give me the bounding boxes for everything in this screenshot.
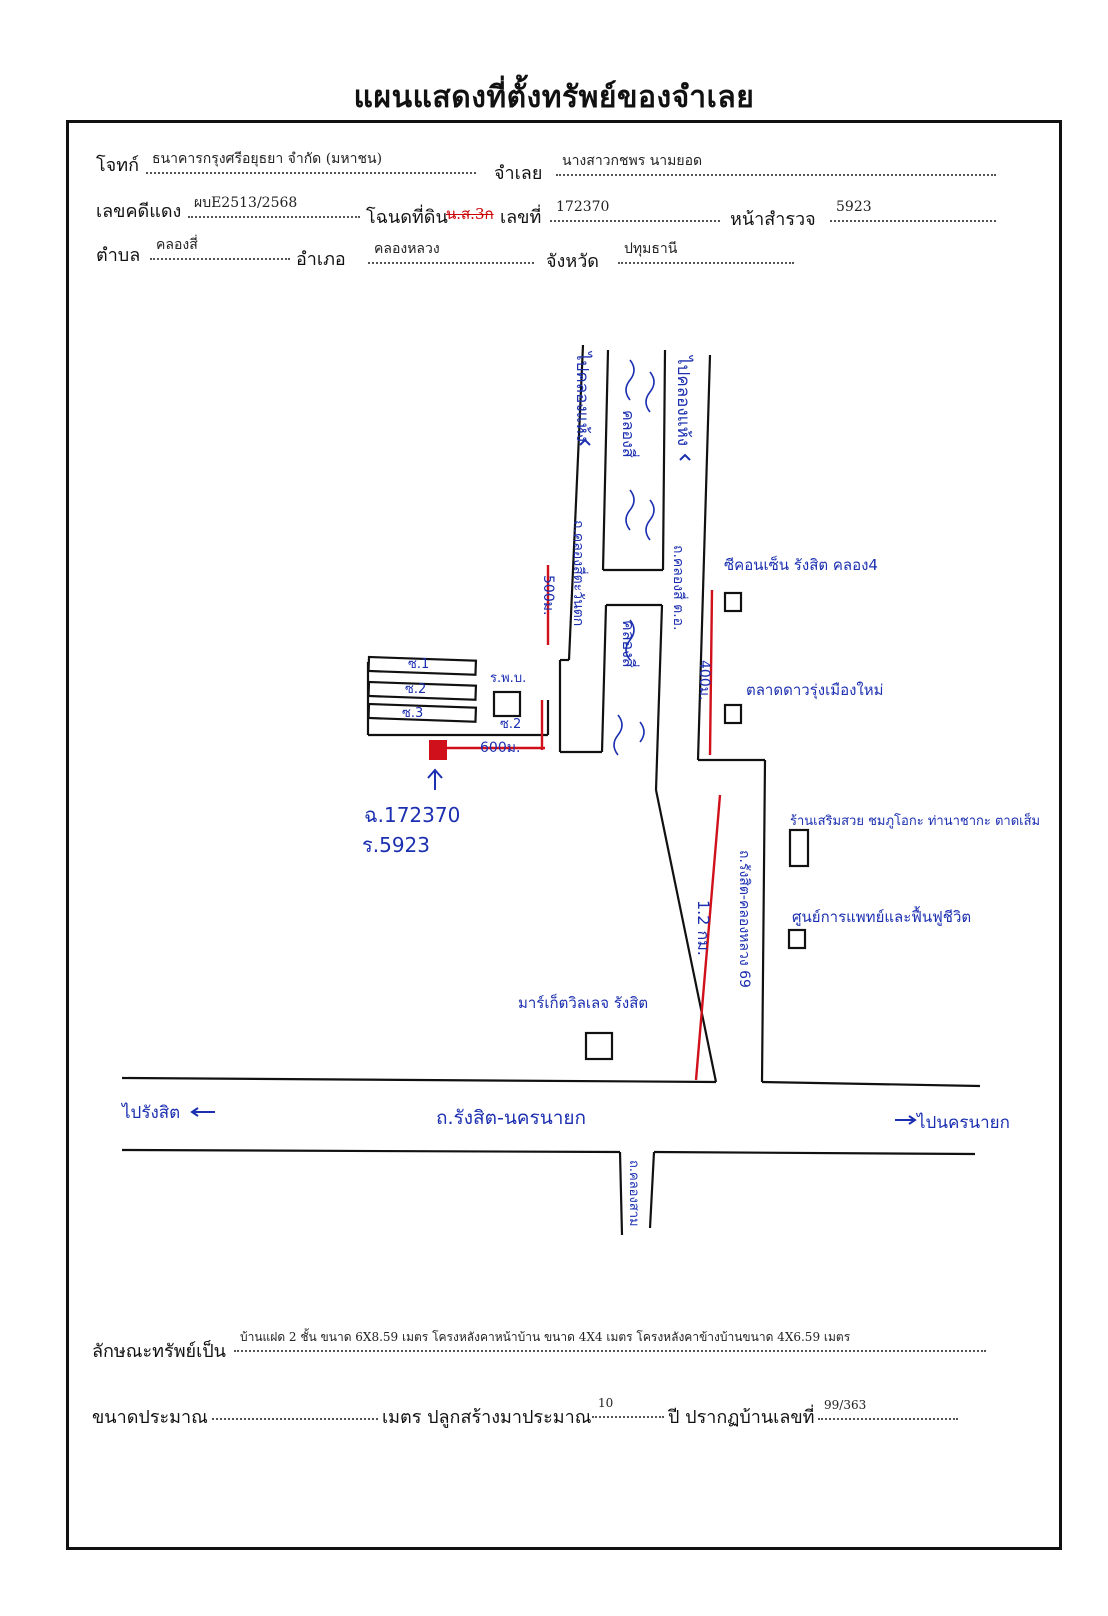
label-to-klong-haeng-west: ไปคลองแห้ง — [572, 350, 593, 442]
label-soi-2: ซ.2 — [405, 682, 426, 697]
label-road-klong4-east: ถ.คลองสี่ ต.อ. — [670, 545, 688, 631]
label-dist-1-2km: 1.2 กม. — [694, 900, 713, 956]
number-label: เลขที่ — [500, 207, 542, 228]
case-label: เลขคดีแดง — [96, 201, 182, 222]
document-frame — [66, 120, 1062, 1550]
label-to-klong-haeng-east: ไปคลองแห้ง — [673, 354, 694, 446]
label-village: ร.พ.บ. — [490, 671, 526, 686]
label-soi-3: ซ.3 — [402, 706, 423, 721]
survey-value: 5923 — [830, 198, 996, 222]
size-label: ขนาดประมาณ — [92, 1407, 208, 1428]
province-value: ปทุมธานี — [618, 240, 794, 264]
page-title: แผนแสดงที่ตั้งทรัพย์ของจำเลย — [353, 80, 755, 115]
label-road-side: ถ.รังสิต-คลองหลวง 69 — [736, 850, 752, 988]
subdistrict-label: ตำบล — [96, 245, 141, 266]
years-value: 10 — [592, 1394, 664, 1418]
plaintiff-label: โจทก์ — [96, 155, 139, 176]
subdistrict-value: คลองสี่ — [150, 236, 290, 260]
label-dist-400: 400ม. — [696, 660, 712, 700]
label-soi-1: ซ.1 — [408, 657, 429, 672]
label-deed-note-1: ฉ.172370 — [364, 803, 460, 827]
defendant-value: นางสาวกชพร นามยอด — [556, 152, 996, 176]
label-road-south: ถ.คลองสาม — [626, 1160, 641, 1227]
label-sub-soi: ซ.2 — [500, 717, 521, 732]
deed-number-value: 172370 — [550, 198, 720, 222]
label-dist-500: 500ม. — [540, 575, 556, 615]
label-landmark-salon: ร้านเสริมสวย ชมภูโอกะ ท่านาชากะ ตาดเส็ม — [790, 811, 1040, 829]
property-label: ลักษณะทรัพย์เป็น — [92, 1341, 226, 1362]
district-label: อำเภอ — [296, 249, 346, 270]
label-deed-note-2: ร.5923 — [362, 833, 430, 857]
label-klong4-north: คลองสี่ — [619, 410, 640, 458]
label-klong4-south: คลองสี่ — [619, 620, 640, 668]
deed-struck: น.ส.3ก — [446, 205, 494, 223]
label-landmark-medical: ศูนย์การแพทย์และฟื้นฟูชีวิต — [792, 906, 971, 926]
district-value: คลองหลวง — [368, 240, 534, 264]
defendant-label: จำเลย — [494, 163, 543, 184]
size-value — [212, 1396, 378, 1420]
size-unit-label: เมตร ปลูกสร้างมาประมาณ — [382, 1407, 592, 1428]
label-dist-600: 600ม. — [480, 740, 520, 756]
property-marker — [429, 740, 447, 760]
label-to-rangsit: ไปรังสิต — [120, 1102, 180, 1123]
label-main-road: ถ.รังสิต-นครนายก — [436, 1107, 586, 1129]
house-number-value: 99/363 — [818, 1396, 958, 1420]
year-unit-label: ปี ปรากฏบ้านเลขที่ — [668, 1407, 815, 1428]
label-to-nakhon-nayok: ไปนครนายก — [915, 1112, 1010, 1133]
label-landmark-market-village: มาร์เก็ตวิลเลจ รังสิต — [518, 993, 648, 1012]
label-landmark-seacon: ซีคอนเซ็น รังสิต คลอง4 — [724, 555, 878, 574]
property-value: บ้านแฝด 2 ชั้น ขนาด 6X8.59 เมตร โครงหลัง… — [234, 1328, 986, 1352]
label-road-klong4-west: ถ.คลองสี่ตะวันตก — [570, 520, 588, 626]
survey-label: หน้าสำรวจ — [730, 209, 816, 230]
plaintiff-value: ธนาคารกรุงศรีอยุธยา จำกัด (มหาชน) — [146, 150, 476, 174]
deed-label: โฉนดที่ดิน — [366, 207, 448, 228]
label-landmark-market: ตลาดดาวรุ่งเมืองใหม่ — [746, 681, 884, 700]
case-value: ผบE2513/2568 — [188, 194, 360, 218]
province-label: จังหวัด — [546, 251, 599, 272]
